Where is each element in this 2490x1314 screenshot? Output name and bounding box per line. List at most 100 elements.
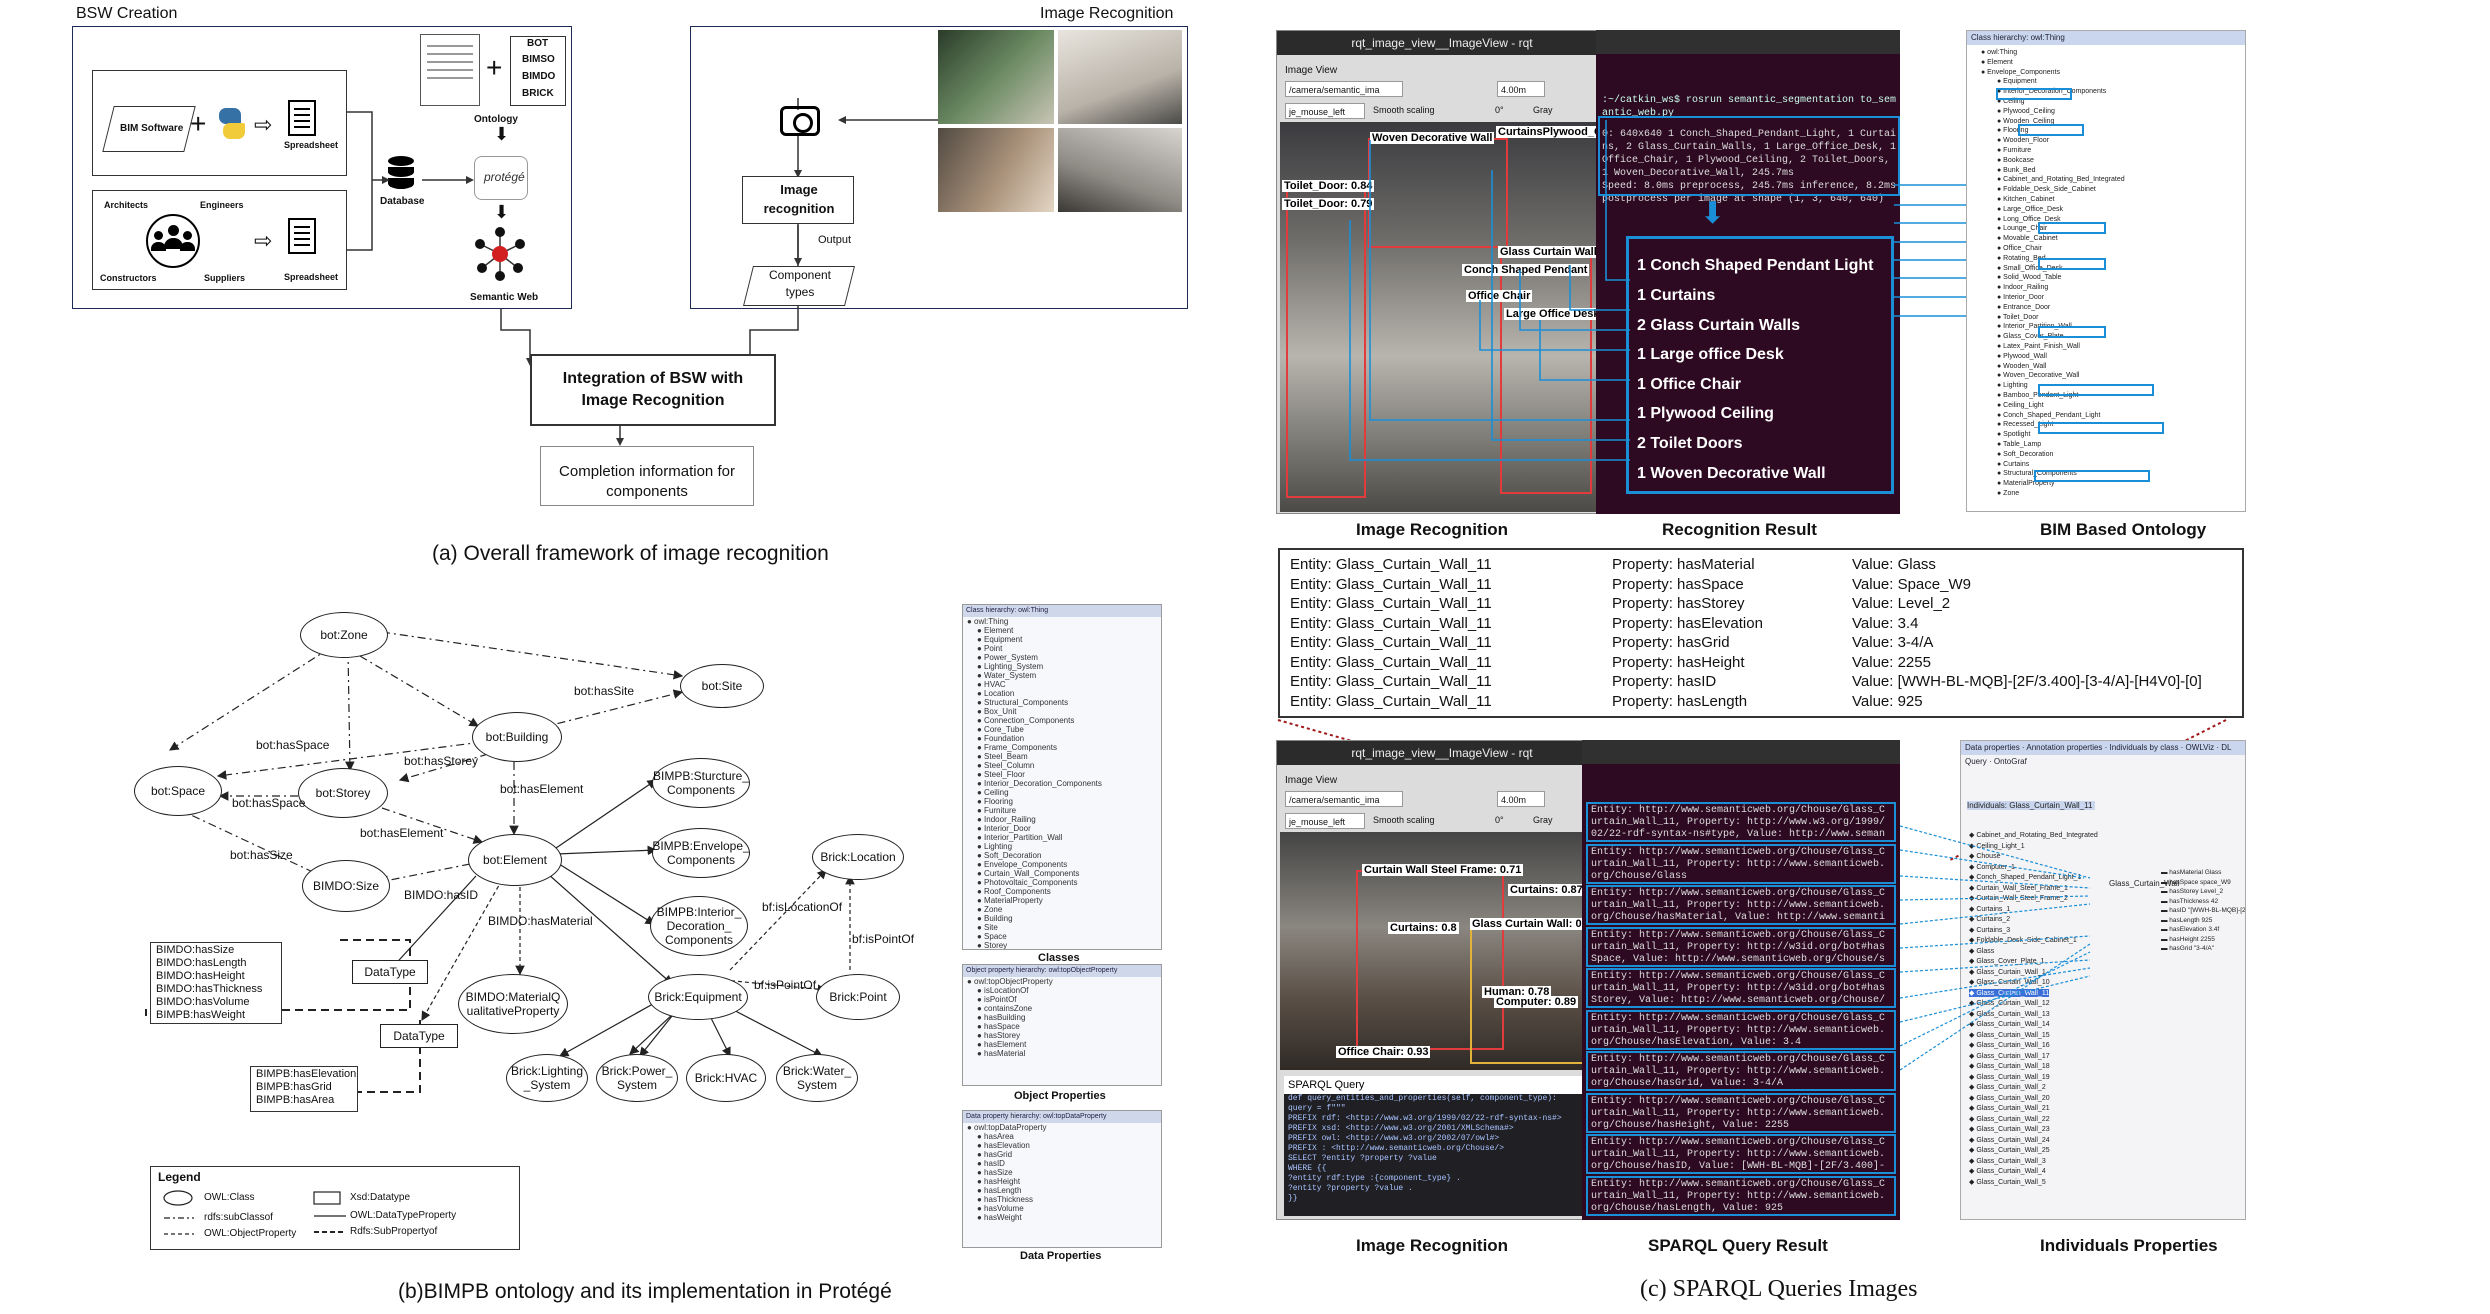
individual-property: ▬ hasHeight 2255 — [2161, 935, 2215, 943]
terminal-titlebar — [1596, 30, 1900, 54]
class-tree-item: ● Power_System — [977, 653, 1038, 662]
individual-property: ▬ hasStorey Level_2 — [2161, 888, 2224, 895]
table-value: Value: [WWH-BL-MQB]-[2F/3.400]-[3-4/A]-[… — [1852, 673, 2202, 690]
individual-item: ◆ Glass_Curtain_Wall_18 — [1969, 1063, 2050, 1070]
rotation-label[interactable]: 0° — [1495, 105, 1504, 115]
node-brick-water: Brick:Water_ System — [776, 1054, 858, 1102]
zoom-input[interactable]: 4.00m — [1497, 81, 1545, 97]
result-item: 1 Office Chair — [1637, 376, 1742, 393]
size-prop: BIMDO:hasSize — [156, 944, 235, 956]
individual-item: ◆ Glass_Curtain_Wall_20 — [1969, 1094, 2050, 1102]
legend-owl-class: OWL:Class — [204, 1192, 255, 1203]
arrow-down-icon-2: ⬇ — [494, 202, 510, 222]
node-bot-element: bot:Element — [468, 834, 562, 886]
ontology-label: Ontology — [474, 114, 518, 125]
label-sparql-result: SPARQL Query Result — [1648, 1236, 1828, 1255]
edge-has-storey: bot:hasStorey — [404, 754, 479, 768]
arrow-right-icon-2: ⇨ — [254, 228, 273, 253]
engineers-label: Engineers — [200, 200, 244, 210]
object-property-window: Object property hierarchy: owl:topObject… — [962, 964, 1162, 1086]
plus-icon: + — [190, 108, 207, 139]
image-recognition-label: Image recognition — [763, 182, 835, 216]
spreadsheet-icon — [288, 100, 316, 136]
detect2-label-chair: Office Chair: 0.93 — [1336, 1046, 1431, 1058]
detect2-label-curtains-1: Curtains: 0.87 — [1508, 884, 1585, 896]
topic-select[interactable]: /camera/semantic_ima — [1285, 81, 1403, 97]
class-tree-item: ● Interior_Decoration_Components — [977, 779, 1102, 788]
object-props-label: Object Properties — [1014, 1090, 1106, 1102]
class-tree-item: ● Roof_Components — [977, 887, 1051, 896]
gray-select[interactable]: Gray — [1533, 105, 1553, 115]
label-image-recognition-2: Image Recognition — [1356, 1236, 1509, 1255]
individual-item: ◆ Curtains_2 — [1969, 916, 2011, 923]
ontology-row: ● Glass_Cover_Plate — [1997, 333, 2064, 341]
table-entity: Entity: Glass_Curtain_Wall_11 — [1290, 673, 1492, 690]
legend-object-property: OWL:ObjectProperty — [204, 1228, 297, 1239]
sparql-query-title: SPARQL Query — [1284, 1076, 1588, 1094]
result-item: 2 Glass Curtain Walls — [1637, 317, 1801, 334]
rotation-label-2[interactable]: 0° — [1495, 815, 1504, 825]
class-tree-item: ● Location — [977, 689, 1015, 698]
edge-has-material: BIMDO:hasMaterial — [488, 914, 593, 928]
individual-item: ◆ Glass_Curtain_Wall_15 — [1969, 1031, 2050, 1039]
object-property-item: ● isPointOf — [977, 995, 1017, 1004]
sparql-result-item: Entity: http://www.semanticweb.org/Chous… — [1586, 1134, 1896, 1174]
object-property-header: Object property hierarchy: owl:topObject… — [963, 965, 1161, 977]
image-recognition-title: Image Recognition — [1040, 5, 1174, 22]
node-bot-building: bot:Building — [472, 712, 562, 762]
table-entity: Entity: Glass_Curtain_Wall_11 — [1290, 634, 1492, 651]
bsw-creation-title: BSW Creation — [76, 5, 178, 22]
size-prop: BIMDO:hasThickness — [156, 983, 263, 995]
edge-is-point-of: bf:isPointOf — [852, 932, 915, 946]
class-tree-item: ● MaterialProperty — [977, 896, 1043, 905]
topic-select-2[interactable]: /camera/semantic_ima — [1285, 791, 1403, 807]
topic-value: /camera/semantic_ima — [1289, 85, 1380, 95]
mouse-left-input[interactable]: je_mouse_left — [1285, 103, 1365, 119]
photo-3 — [938, 128, 1054, 212]
constructors-label: Constructors — [100, 273, 157, 283]
photo-2 — [1058, 30, 1182, 124]
edge-has-element: bot:hasElement — [500, 782, 584, 796]
ontology-row: ● Spotlight — [1997, 431, 2031, 439]
photo-4 — [1058, 128, 1182, 212]
sparql-code: def query_entities_and_properties(self, … — [1284, 1094, 1588, 1204]
smooth-scaling-checkbox-2[interactable]: Smooth scaling — [1373, 815, 1435, 825]
ontology-row: ● Plywood_Wall — [1997, 352, 2047, 360]
ontology-row: ● Soft_Decoration — [1997, 450, 2054, 458]
sparql-result-item: Entity: http://www.semanticweb.org/Chous… — [1586, 968, 1896, 1008]
result-item: 1 Large office Desk — [1637, 346, 1784, 363]
elev-props-list: BIMPB:hasElevation BIMPB:hasGrid BIMPB:h… — [256, 1068, 356, 1107]
spreadsheet-icon-2 — [288, 218, 316, 254]
sparql-result-item: Entity: http://www.semanticweb.org/Chous… — [1586, 1009, 1896, 1050]
class-tree-item: ● Storey — [977, 941, 1008, 950]
detect2-label-frame: Curtain Wall Steel Frame: 0.71 — [1362, 864, 1524, 876]
sparql-code-line: WHERE {{ — [1288, 1164, 1327, 1173]
zoom-input-2[interactable]: 4.00m — [1497, 791, 1545, 807]
image-view-label: Image View — [1285, 65, 1338, 76]
table-property: Property: hasMaterial — [1612, 556, 1755, 573]
ontology-row: ● Table_Lamp — [1997, 441, 2042, 448]
output-label: Output — [818, 234, 852, 246]
component-types-label: Component types — [768, 268, 832, 299]
terminal-output-1: 0: 640x640 1 Conch_Shaped_Pendant_Light,… — [1602, 129, 1897, 179]
gray-select-2[interactable]: Gray — [1533, 815, 1553, 825]
class-tree-item: ● Box_Unit — [977, 707, 1017, 716]
class-hierarchy-window: Class hierarchy: owl:Thing ● owl:Thing● … — [962, 604, 1162, 950]
class-tree-item: ● Soft_Decoration — [977, 851, 1042, 860]
individual-item: ◆ Curtain_Wall_Steel_Frame_2 — [1969, 895, 2068, 902]
individual-item: ◆ Glass_Curtain_Wall_22 — [1969, 1115, 2050, 1123]
ontology-row: ● owl:Thing — [1981, 49, 2018, 56]
smooth-scaling-checkbox[interactable]: Smooth scaling — [1373, 105, 1435, 115]
ontology-row: ● Ceiling_Light — [1997, 401, 2044, 409]
class-tree-item: ● Envelope_Components — [977, 860, 1068, 869]
edge-has-id: BIMDO:hasID — [404, 888, 479, 902]
ontology-row: ● Ceiling — [1997, 98, 2025, 105]
mouse-left-input-2[interactable]: je_mouse_left — [1285, 813, 1365, 829]
class-tree-item: ● Ceiling — [977, 788, 1009, 797]
table-entity: Entity: Glass_Curtain_Wall_11 — [1290, 595, 1492, 612]
class-tree-item: ● Core_Tube — [977, 725, 1024, 734]
sparql-code-line: }} — [1288, 1194, 1298, 1203]
spreadsheet-label-2: Spreadsheet — [284, 272, 339, 282]
individuals-window: Data properties · Annotation properties … — [1960, 740, 2246, 1220]
ontology-row: ● Movable_Cabinet — [1997, 235, 2058, 243]
